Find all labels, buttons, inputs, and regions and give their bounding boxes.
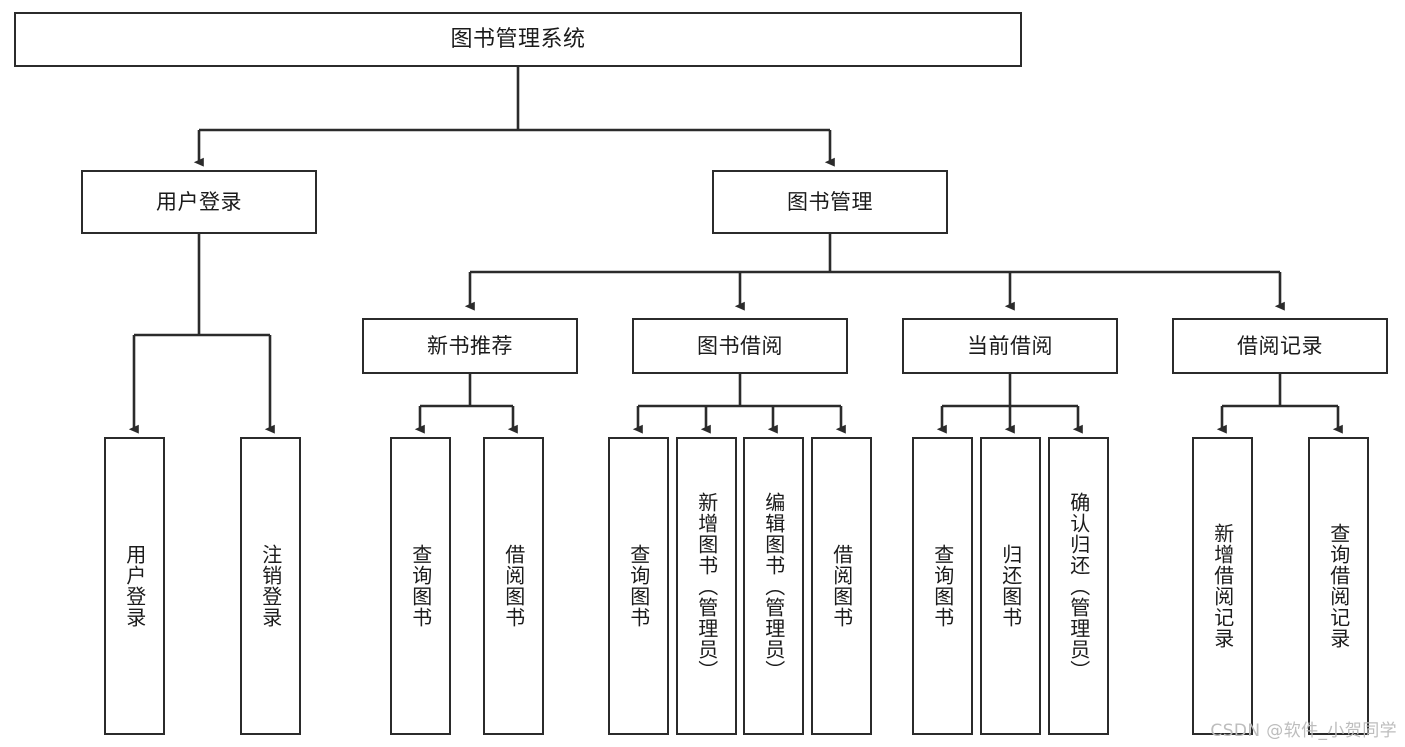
- node-leaf-return-book[interactable]: 归还图书: [980, 437, 1041, 735]
- node-book-management[interactable]: 图书管理: [712, 170, 948, 234]
- node-label: 注销登录: [258, 544, 283, 628]
- node-label: 查询图书: [626, 544, 651, 628]
- node-label: 用户登录: [122, 544, 147, 628]
- node-leaf-query-book-borrow[interactable]: 查询图书: [608, 437, 669, 735]
- node-label: 归还图书: [998, 544, 1023, 628]
- node-leaf-confirm-return-admin[interactable]: 确认归还（管理员）: [1048, 437, 1109, 735]
- node-label: 当前借阅: [967, 333, 1053, 358]
- node-label: 图书管理系统: [450, 26, 586, 52]
- node-leaf-query-borrow-record[interactable]: 查询借阅记录: [1308, 437, 1369, 735]
- node-new-book-recommend[interactable]: 新书推荐: [362, 318, 578, 374]
- node-label: 新书推荐: [427, 333, 513, 358]
- node-label: 借阅图书: [501, 544, 526, 628]
- node-label: 编辑图书（管理员）: [761, 491, 786, 681]
- node-current-borrow[interactable]: 当前借阅: [902, 318, 1118, 374]
- node-label: 查询借阅记录: [1326, 523, 1351, 649]
- node-leaf-add-book-admin[interactable]: 新增图书（管理员）: [676, 437, 737, 735]
- node-label: 借阅图书: [829, 544, 854, 628]
- node-leaf-add-borrow-record[interactable]: 新增借阅记录: [1192, 437, 1253, 735]
- node-label: 新增图书（管理员）: [694, 491, 719, 681]
- node-borrow-record[interactable]: 借阅记录: [1172, 318, 1388, 374]
- node-book-borrow[interactable]: 图书借阅: [632, 318, 848, 374]
- node-label: 确认归还（管理员）: [1066, 491, 1091, 681]
- node-leaf-logout[interactable]: 注销登录: [240, 437, 301, 735]
- watermark-text: CSDN @软件_小贺同学: [1210, 721, 1397, 741]
- node-leaf-borrow-book[interactable]: 借阅图书: [811, 437, 872, 735]
- node-leaf-query-book-recommend[interactable]: 查询图书: [390, 437, 451, 735]
- node-user-login[interactable]: 用户登录: [81, 170, 317, 234]
- node-label: 新增借阅记录: [1210, 523, 1235, 649]
- node-label: 查询图书: [930, 544, 955, 628]
- node-label: 用户登录: [156, 189, 242, 214]
- node-label: 图书管理: [787, 189, 873, 214]
- node-leaf-user-login[interactable]: 用户登录: [104, 437, 165, 735]
- node-root-book-management-system[interactable]: 图书管理系统: [14, 12, 1022, 67]
- node-label: 图书借阅: [697, 333, 783, 358]
- node-leaf-edit-book-admin[interactable]: 编辑图书（管理员）: [743, 437, 804, 735]
- node-leaf-query-book-current[interactable]: 查询图书: [912, 437, 973, 735]
- node-leaf-borrow-book-recommend[interactable]: 借阅图书: [483, 437, 544, 735]
- node-label: 查询图书: [408, 544, 433, 628]
- node-label: 借阅记录: [1237, 333, 1323, 358]
